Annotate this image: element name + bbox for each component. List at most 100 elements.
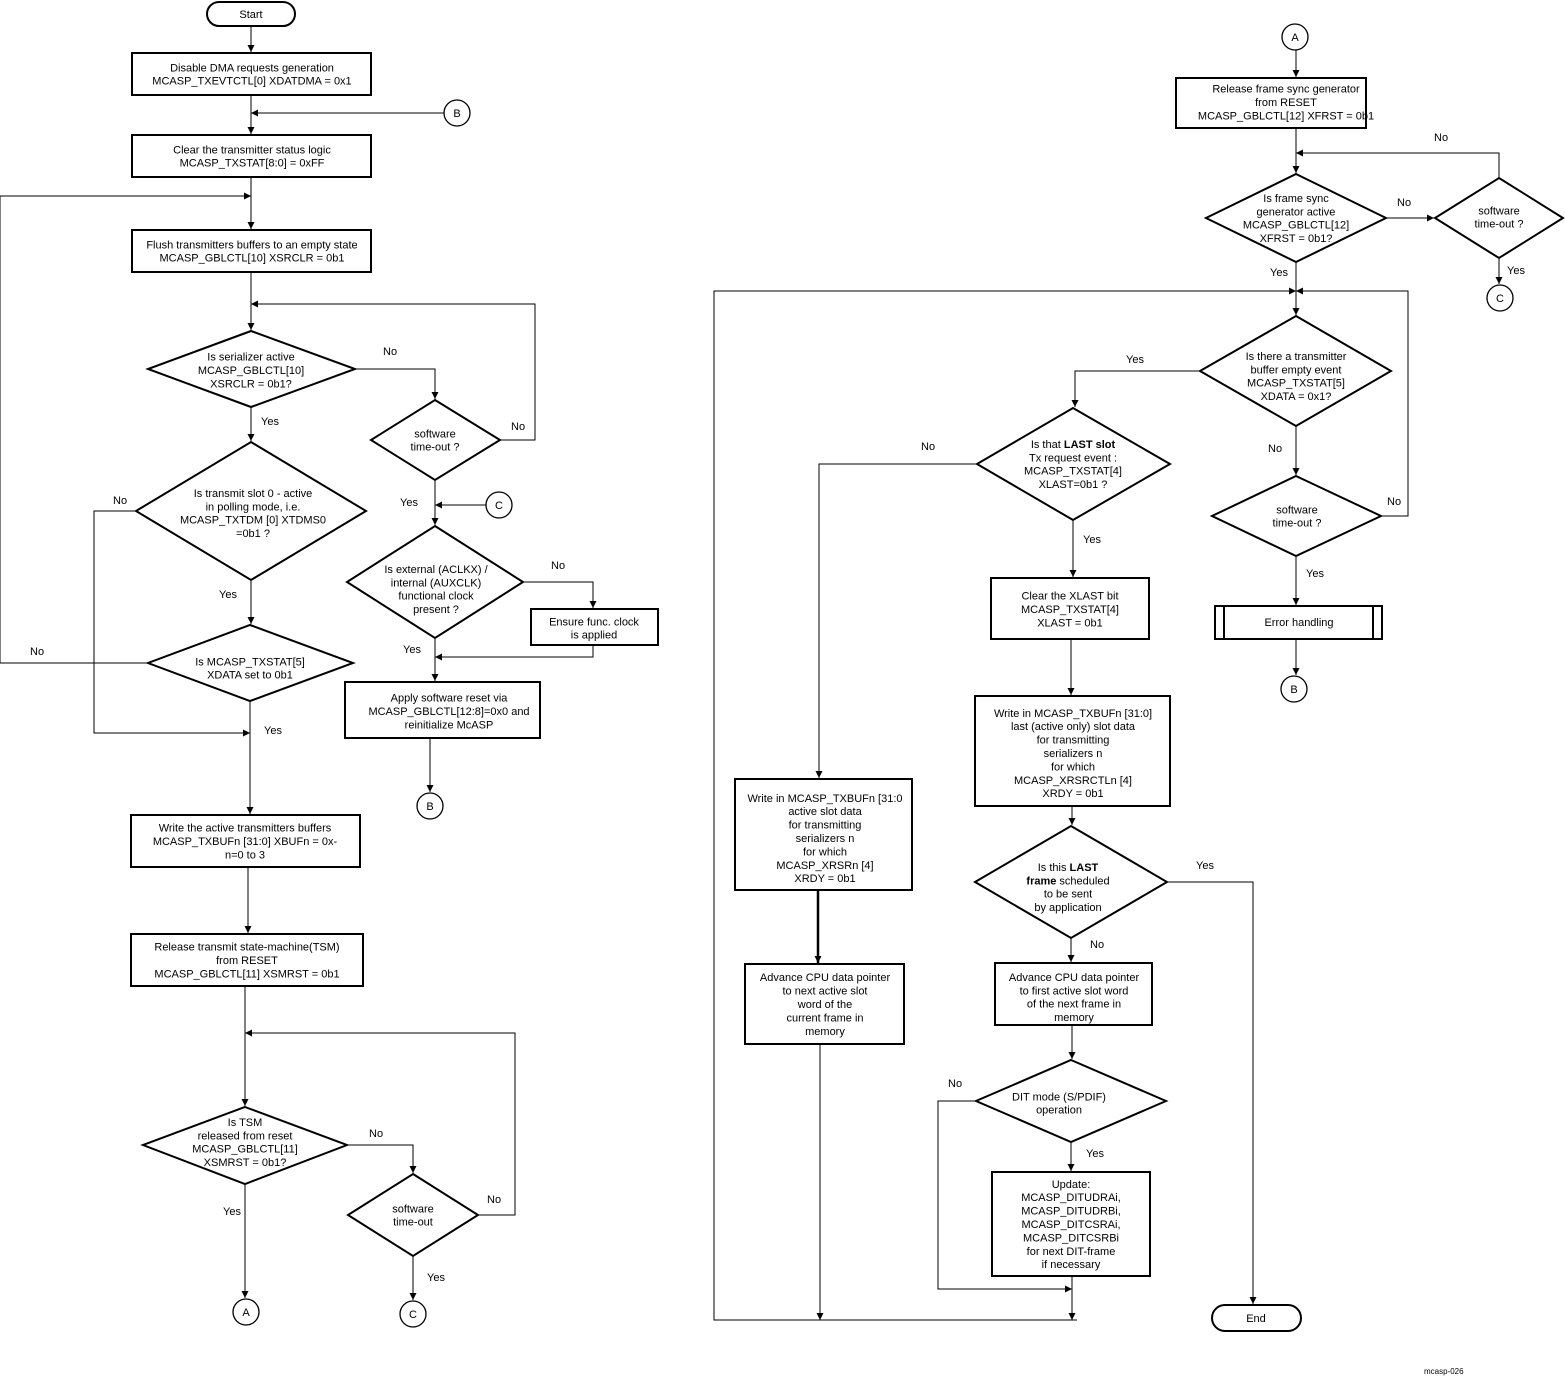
update-dit-line-3: MCASP_DITUDRBi, (1021, 1206, 1121, 1218)
release-tsm-line-3: MCASP_GBLCTL[11] XSMRST = 0b1 (154, 968, 339, 980)
write-last-line-1: Write in MCASP_TXBUFn [31:0] (994, 708, 1152, 720)
label-yes-slot0: Yes (219, 589, 237, 601)
tsm-released-line-1: Is TSM (228, 1117, 263, 1129)
label-no-timeout2: No (487, 1194, 501, 1206)
clear-status-box (131, 134, 372, 178)
sw-timeout-1-line-2: time-out ? (411, 442, 460, 454)
clear-status-line-2: MCASP_TXSTAT[8:0] = 0xFF (180, 158, 325, 170)
update-dit-box (991, 1171, 1151, 1277)
label-no-timeout1: No (511, 421, 525, 433)
write-active-line-1: Write the active transmitters buffers (159, 823, 332, 835)
label-no-fsg: No (1397, 197, 1411, 209)
advance-next-box (744, 963, 905, 1045)
slot0-active-line-2: in polling mode, i.e. (206, 501, 301, 513)
write-active-line-2: MCASP_TXBUFn [31:0] XBUFn = 0x- (153, 836, 338, 848)
flush-buffers-line-2: MCASP_GBLCTL[10] XSRCLR = 0b1 (160, 253, 345, 265)
advance-next-line-1: Advance CPU data pointer (760, 972, 891, 984)
write-slot-line-4: serializers n (796, 833, 855, 845)
advance-next-line-3: word of the (797, 999, 852, 1011)
label-yes-tsm: Yes (223, 1206, 241, 1218)
connector-c-out-label: C (409, 1309, 417, 1321)
sw-reset-line-2: MCASP_GBLCTL[12:8]=0x0 and (368, 706, 529, 718)
clear-xlast-line-3: XLAST = 0b1 (1037, 617, 1103, 629)
update-dit-line-6: for next DIT-frame (1027, 1246, 1116, 1258)
ensure-clock-box (530, 608, 659, 646)
last-frame-line-1: Is this LAST (1038, 862, 1099, 874)
release-fsg-box (1175, 77, 1367, 129)
advance-first-line-2: to first active slot word (1020, 985, 1129, 997)
advance-first-line-4: memory (1054, 1012, 1094, 1024)
flush-buffers-box (131, 229, 372, 273)
label-yes-dit: Yes (1086, 1148, 1104, 1160)
txstat5-line-2: XDATA set to 0b1 (207, 670, 293, 682)
error-handling-box (1214, 605, 1383, 640)
end-text: End (1246, 1313, 1266, 1325)
buffer-empty-line-1: Is there a transmitter (1246, 351, 1347, 363)
sw-timeout-3-line-1: software (1478, 205, 1520, 217)
label-no-dit: No (948, 1078, 962, 1090)
write-slot-line-3: for transmitting (789, 820, 862, 832)
ensure-clock-line-2: is applied (571, 630, 617, 642)
clock-present-line-1: Is external (ACLKX) / (384, 564, 488, 576)
sw-timeout-2-line-2: time-out (393, 1217, 433, 1229)
end-line-1: End (1246, 1313, 1266, 1325)
dit-mode-text: DIT mode (S/PDIF)operation (1012, 1091, 1106, 1116)
label-yes-txstat5: Yes (264, 725, 282, 737)
update-dit-line-2: MCASP_DITUDRAi, (1021, 1192, 1121, 1204)
left-flow-lines (0, 26, 597, 1300)
dit-mode-line-2: operation (1036, 1105, 1082, 1117)
advance-first-line-1: Advance CPU data pointer (1009, 972, 1140, 984)
connector-b-right (1280, 675, 1308, 703)
release-fsg-line-2: from RESET (1255, 97, 1317, 109)
sw-reset-box (344, 681, 541, 739)
tsm-released-line-2: released from reset (198, 1130, 293, 1142)
write-last-line-3: for transmitting (1037, 735, 1110, 747)
fsg-active-line-2: generator active (1257, 206, 1336, 218)
tsm-released-line-3: MCASP_GBLCTL[11] (192, 1144, 298, 1156)
serializer-active-line-1: Is serializer active (207, 352, 294, 364)
label-yes-lastslot: Yes (1083, 534, 1101, 546)
clock-present-line-2: internal (AUXCLK) (391, 577, 481, 589)
txstat5-text: Is MCASP_TXSTAT[5]XDATA set to 0b1 (195, 656, 305, 681)
write-slot-line-5: for which (803, 846, 847, 858)
label-yes-fsg: Yes (1270, 267, 1288, 279)
label-yes-lastframe: Yes (1196, 860, 1214, 872)
label-no-txstat5: No (30, 646, 44, 658)
release-fsg-line-1: Release frame sync generator (1212, 84, 1360, 96)
label-no-lastframe: No (1090, 939, 1104, 951)
update-dit-line-7: if necessary (1042, 1259, 1101, 1271)
start-line-1: Start (239, 9, 262, 21)
connector-a-right-label: A (1291, 32, 1299, 44)
write-last-line-4: serializers n (1044, 748, 1103, 760)
right-flow-lines (713, 50, 1503, 1321)
last-slot-line-4: XLAST=0b1 ? (1039, 479, 1108, 491)
label-yes-timeout4: Yes (1306, 568, 1324, 580)
write-last-line-7: XRDY = 0b1 (1042, 788, 1103, 800)
release-tsm-line-1: Release transmit state-machine(TSM) (154, 942, 339, 954)
write-slot-line-7: XRDY = 0b1 (794, 873, 855, 885)
label-no-slot0: No (113, 495, 127, 507)
sw-reset-line-1: Apply software reset via (391, 693, 509, 705)
last-slot-line-1: Is that LAST slot (1031, 439, 1116, 451)
disable-dma-line-1: Disable DMA requests generation (170, 62, 334, 74)
last-frame-line-4: by application (1034, 902, 1101, 914)
advance-first-line-3: of the next frame in (1027, 999, 1121, 1011)
write-last-line-5: for which (1051, 761, 1095, 773)
label-yes-empty: Yes (1126, 354, 1144, 366)
label-no-lastslot: No (921, 441, 935, 453)
clock-present-line-4: present ? (413, 604, 459, 616)
clock-present-line-3: functional clock (398, 591, 474, 603)
